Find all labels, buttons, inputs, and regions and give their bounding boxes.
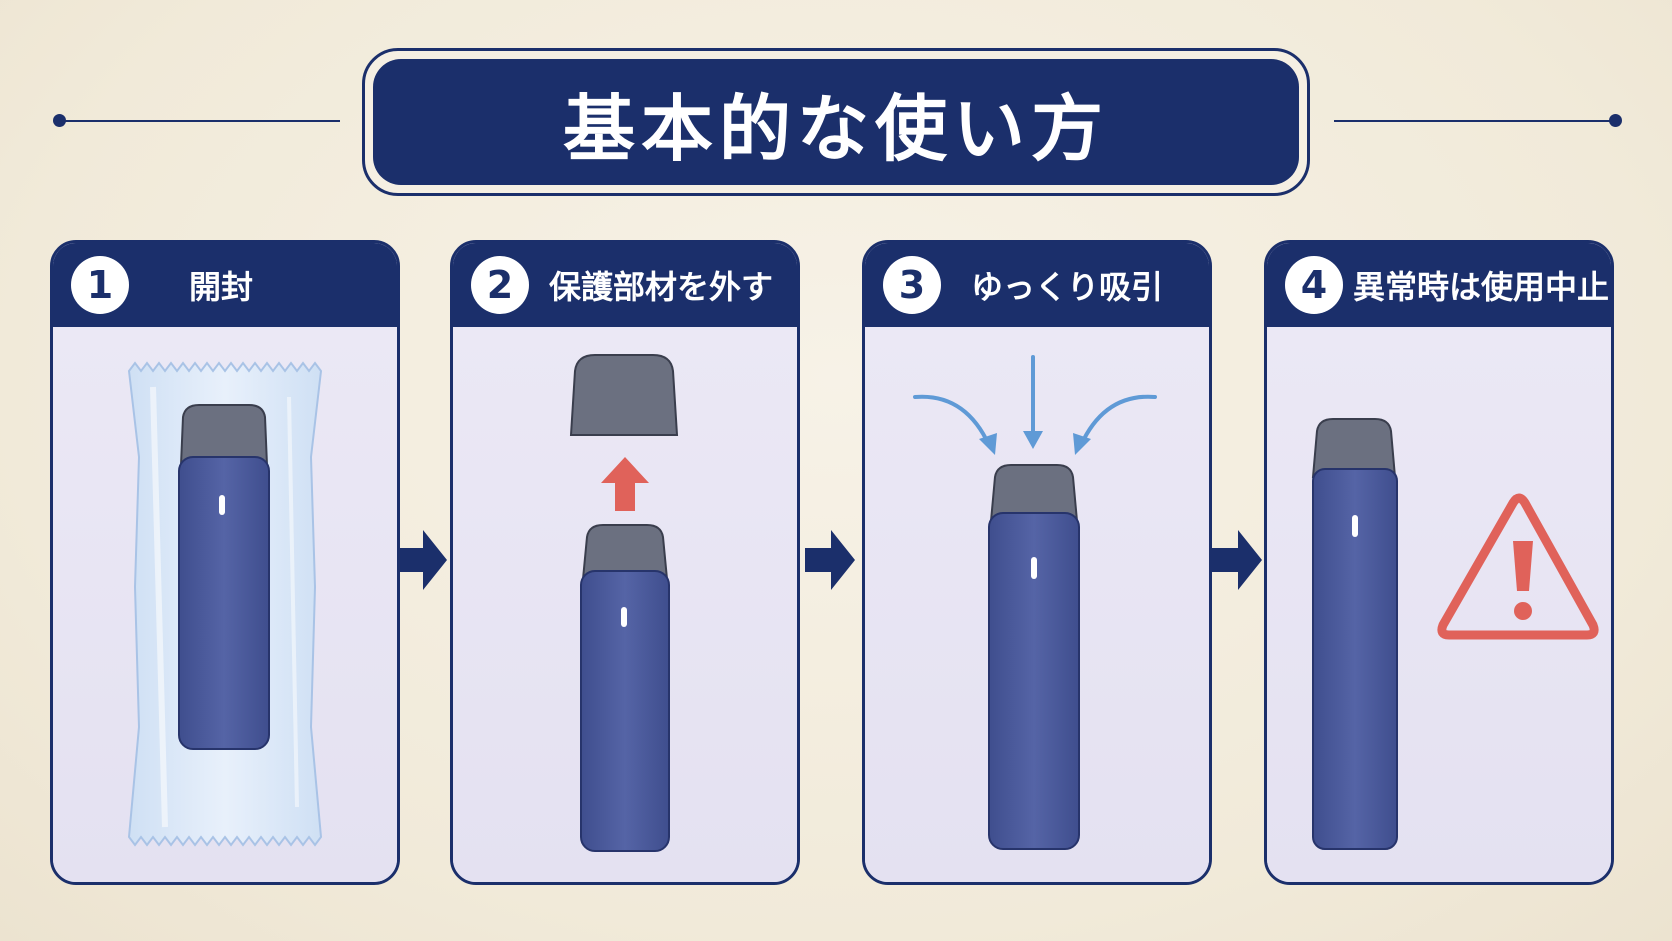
- step-panel-1: 1 開封: [50, 240, 400, 885]
- warning-triangle-icon: [1311, 418, 1599, 850]
- step-number-badge-1: 1: [71, 256, 129, 314]
- step-panel-3: 3 ゆっくり吸引: [862, 240, 1212, 885]
- step-label-3: ゆっくり吸引: [971, 268, 1164, 306]
- title-banner: 基本的な使い方: [362, 48, 1310, 196]
- step-header-1: 1 開封: [53, 243, 397, 327]
- step-header-3: 3 ゆっくり吸引: [865, 243, 1209, 327]
- step-panel-2: 2 保護部材を外す: [450, 240, 800, 885]
- step-number-badge-4: 4: [1285, 256, 1343, 314]
- title-ornament-dot-right: [1609, 114, 1622, 127]
- page-title: 基本的な使い方: [562, 86, 1109, 171]
- title-banner-inner: 基本的な使い方: [373, 59, 1299, 185]
- step-number-badge-3: 3: [883, 256, 941, 314]
- cap-removal-arrow-icon: [569, 354, 679, 852]
- step-number-badge-2: 2: [471, 256, 529, 314]
- step-illustration-2: [453, 327, 797, 882]
- step-header-2: 2 保護部材を外す: [453, 243, 797, 327]
- step-label-2: 保護部材を外す: [549, 268, 774, 306]
- step-arrow-2-icon: [805, 530, 855, 590]
- step-label-1: 開封: [189, 268, 254, 306]
- title-ornament-line-right: [1334, 120, 1614, 122]
- airflow-arrows-icon: [913, 355, 1157, 850]
- step-illustration-3: [865, 327, 1209, 882]
- sealed-package-icon: [127, 361, 323, 847]
- step-panel-4: 4 異常時は使用中止: [1264, 240, 1614, 885]
- step-header-4: 4 異常時は使用中止: [1267, 243, 1611, 327]
- step-label-4: 異常時は使用中止: [1353, 268, 1610, 306]
- step-illustration-1: [53, 327, 397, 882]
- title-ornament-line-left: [58, 120, 340, 122]
- step-arrow-1-icon: [397, 530, 447, 590]
- step-arrow-3-icon: [1212, 530, 1262, 590]
- step-illustration-4: [1267, 327, 1611, 882]
